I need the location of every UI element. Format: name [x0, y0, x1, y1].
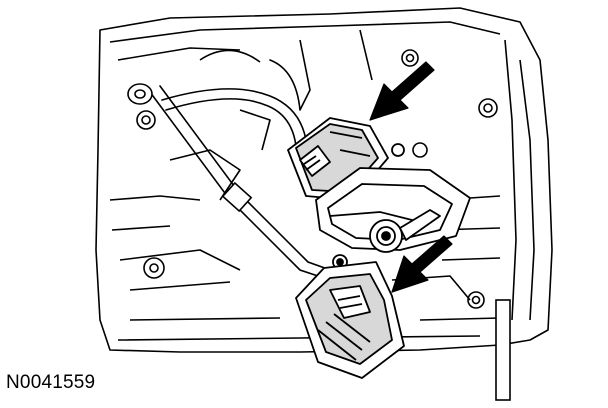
- wiring-harness: [161, 59, 307, 147]
- lower-electrical-connector: [295, 261, 405, 379]
- callout-arrow-icon: [369, 61, 435, 121]
- shift-cable: [127, 83, 337, 281]
- figure-id-label: N0041559: [6, 372, 96, 393]
- callout-arrow-icon: [391, 235, 453, 293]
- transmission-range-sensor: [315, 143, 471, 270]
- vertical-rod: [495, 299, 511, 401]
